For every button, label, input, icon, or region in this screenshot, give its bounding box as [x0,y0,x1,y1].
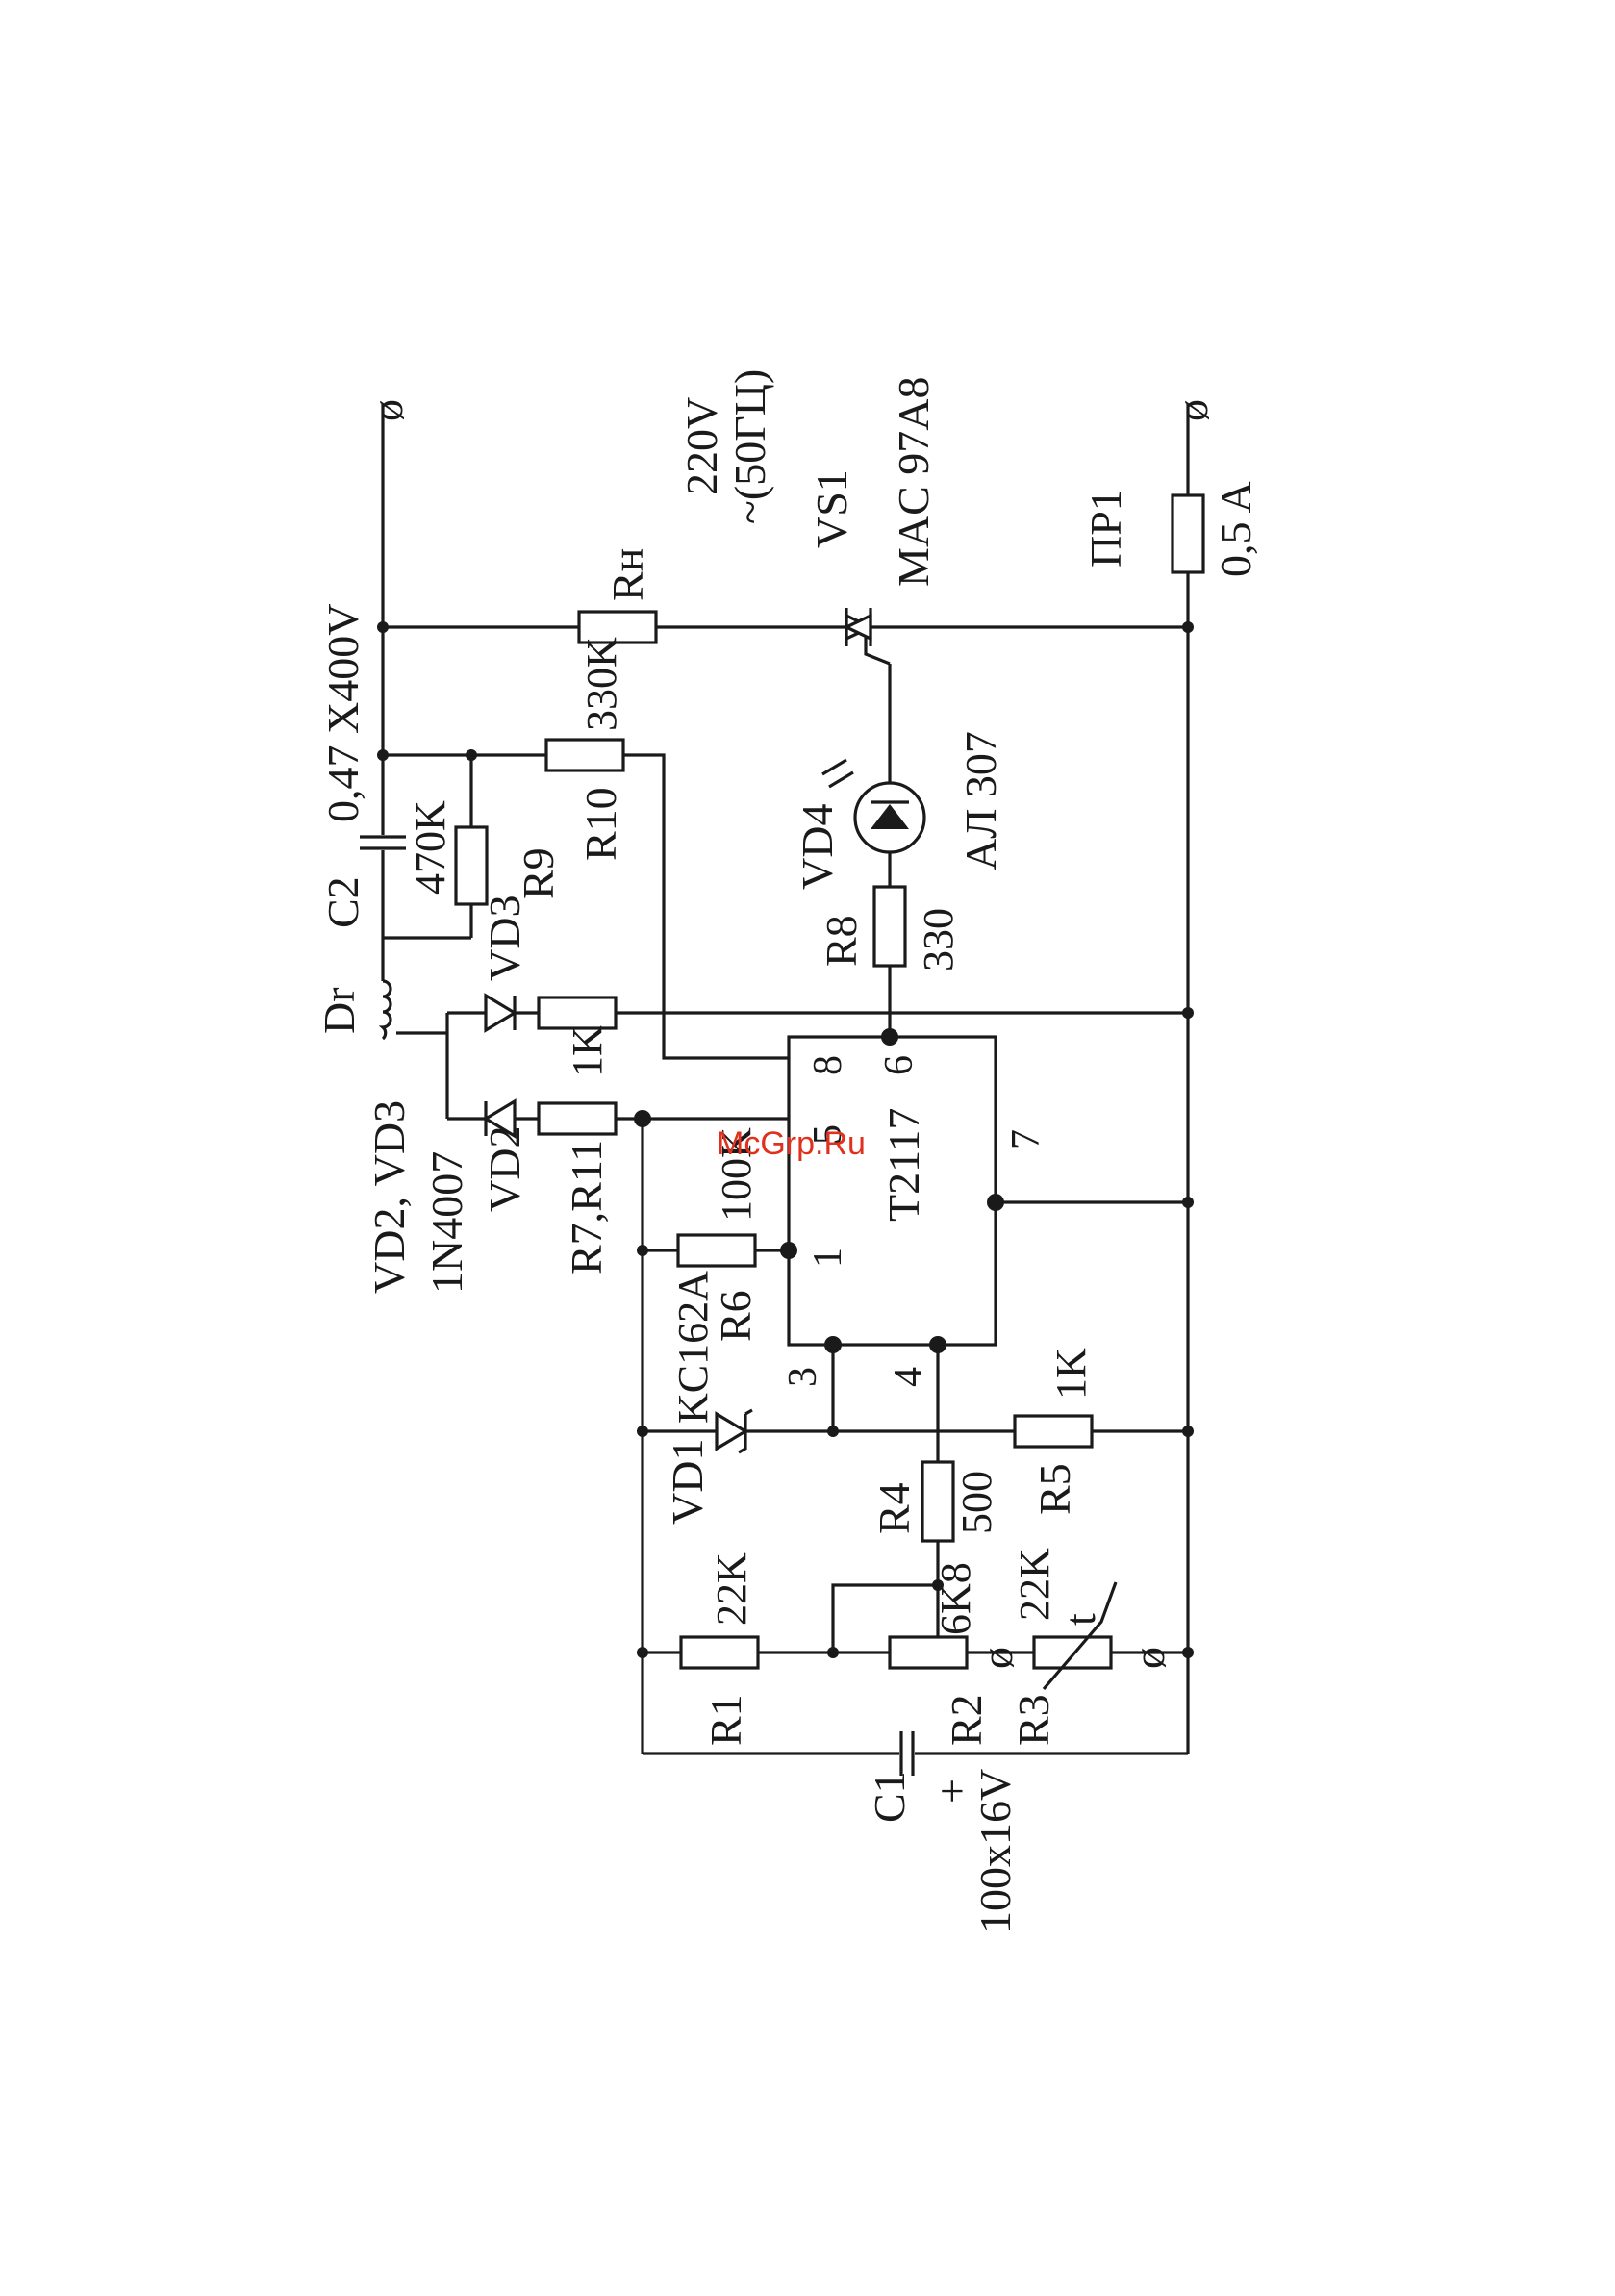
fuse-body [1173,495,1203,572]
c1-ref: C1 [865,1771,914,1823]
ic-pin-4: 4 [887,1367,931,1387]
c1-value: 100x16V [971,1769,1020,1933]
pr1-value: 0,5 A [1211,481,1260,577]
terminals: ø ø ø ø [363,399,1217,1669]
r7r11-value: 1K [564,1025,611,1077]
c1-polarity: + [927,1779,976,1804]
r1-ref: R1 [701,1694,750,1746]
r8-value: 330 [915,908,962,971]
terminal-neutral: ø [1168,399,1217,421]
r3-value: 22K [1011,1548,1058,1621]
c2-ref: C2 [318,876,367,928]
r4-ref: R4 [870,1482,919,1534]
mains-frequency: ~(50ГЦ) [725,369,774,524]
watermark: McGrp.Ru [717,1125,866,1162]
ic-pin-8: 8 [806,1055,850,1075]
r10-ref: R10 [576,787,625,861]
r9-ref: R9 [514,847,563,899]
ic-label: T2117 [879,1108,928,1222]
resistor-r4 [922,1462,953,1541]
resistor-r1 [681,1637,758,1668]
r3-ref: R3 [1009,1694,1058,1746]
ic-t2117: T2117 8 5 1 6 7 3 4 [781,1037,1048,1387]
vs1-ref: VS1 [807,469,856,548]
resistor-r6 [678,1235,755,1266]
terminal-r3-a: ø [972,1647,1022,1669]
ic-pin-1: 1 [806,1248,850,1268]
r7r11-ref: R7,R11 [562,1140,611,1274]
resistor-r11 [539,997,616,1028]
diode-vd3-body [486,996,515,1030]
ic-pin-6: 6 [877,1055,921,1075]
mains-voltage: 220V [677,397,726,495]
diode-vd1-body [717,1414,745,1449]
r5-ref: R5 [1030,1463,1079,1515]
vd4-value: АЛ 307 [956,731,1005,870]
vd1-value: KC162A [669,1271,717,1424]
r2-value: 6K8 [932,1562,979,1635]
resistor-r3 [1034,1637,1111,1668]
ic-pin-3: 3 [781,1367,825,1387]
resistor-r8 [874,887,905,966]
r2-ref: R2 [942,1694,991,1746]
diodes-note-line2: 1N4007 [422,1151,471,1294]
resistor-r2 [890,1637,967,1668]
terminal-r3-b: ø [1124,1647,1173,1669]
r3-temp: t [1055,1613,1104,1626]
vs1-value: MAC 97A8 [889,376,938,587]
c2-value: 0,47 X400V [318,604,367,822]
fuse-pr1 [1173,495,1203,572]
pr1-ref: ПР1 [1081,489,1130,568]
vd1-ref: VD1 [663,1439,712,1525]
r5-value: 1K [1047,1348,1095,1400]
resistor-r9 [456,827,487,904]
diodes-note-line1: VD2, VD3 [365,1100,414,1294]
vd3-ref: VD3 [480,896,529,981]
resistor-r5 [1015,1416,1092,1447]
r10-value: 330K [578,637,625,731]
vd2-ref: VD2 [480,1126,529,1212]
ic-pin-7: 7 [1004,1129,1048,1149]
rn-ref: Rн [603,548,652,601]
dr-ref: Dr [315,987,364,1034]
resistor-r7 [539,1103,616,1134]
terminal-phase: ø [363,399,412,421]
r9-value: 470K [407,800,454,895]
resistor-r10 [546,740,623,770]
r8-ref: R8 [817,915,866,967]
vd4-ref: VD4 [793,804,842,890]
r6-ref: R6 [711,1290,760,1342]
inductor-dr [369,981,396,1039]
r4-value: 500 [953,1471,1000,1534]
wire-terminal-stubs [383,404,1188,412]
wire-vd-junction [431,1013,447,1119]
wires [383,404,1188,1754]
r1-value: 22K [708,1552,755,1626]
led-vd4-rays [822,760,853,787]
